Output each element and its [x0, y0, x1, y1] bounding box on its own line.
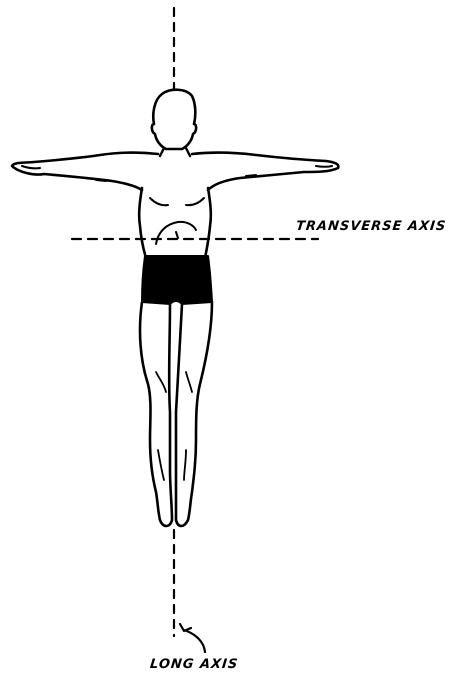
leg-details — [156, 372, 192, 480]
head-outline — [152, 90, 196, 149]
long-axis-pointer-arrow — [184, 630, 205, 652]
right-arm-outline — [192, 153, 338, 190]
long-axis-pointer-arrowhead — [180, 624, 191, 631]
left-leg-outline — [140, 302, 172, 526]
right-leg-outline — [176, 302, 212, 526]
long-axis-label: LONG AXIS — [149, 657, 239, 672]
swim-trunks — [142, 256, 212, 304]
transverse-axis-label: TRANSVERSE AXIS — [295, 219, 447, 234]
left-arm-outline — [12, 153, 158, 190]
chest-detail — [150, 198, 204, 244]
